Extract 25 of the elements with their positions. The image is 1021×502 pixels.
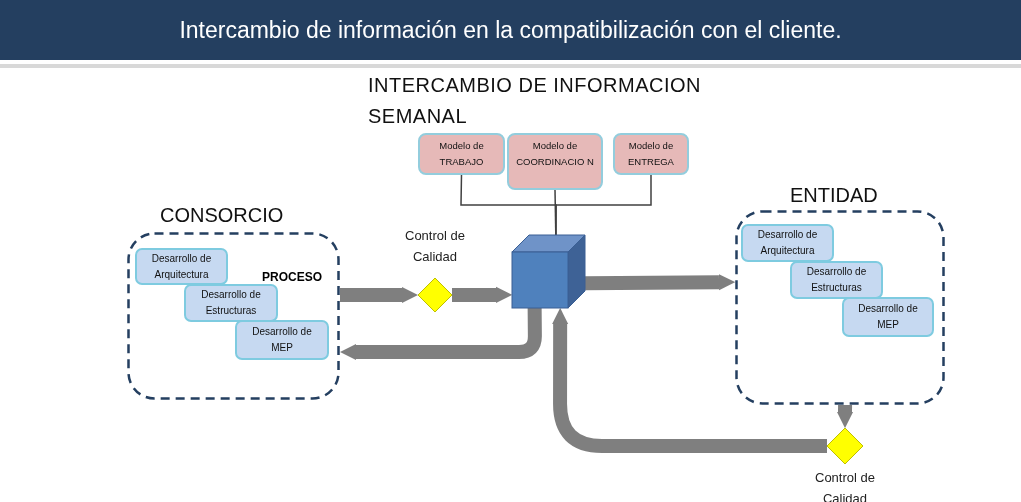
process-box: Desarrollo de Arquitectura [741,224,834,262]
group-heading: CONSORCIO [160,204,284,227]
node-caption: Control de Calidad [404,227,466,266]
cube-icon [512,235,585,308]
group-label: PROCESO [262,270,322,284]
group-heading: ENTIDAD [790,184,878,207]
model-box: Modelo de COORDINACIO N [507,133,603,190]
decision-diamond [827,428,863,464]
title: Intercambio de información en la compatibilización con el cliente. [0,0,1021,60]
process-box: Desarrollo de MEP [842,297,934,337]
decision-diamond [418,278,452,312]
block-arrow [339,307,542,360]
block-arrow [552,307,827,453]
block-arrow [584,274,736,291]
block-arrow [837,405,854,429]
section-heading: INTERCAMBIO DE INFORMACION SEMANAL [368,73,702,129]
connector-line [555,174,652,236]
process-box: Desarrollo de Estructuras [790,261,883,299]
block-arrow [451,286,513,303]
block-arrow [340,286,419,304]
process-box: Desarrollo de Estructuras [184,284,278,322]
process-box: Desarrollo de MEP [235,320,329,360]
model-box: Modelo de TRABAJO [418,133,505,175]
process-box: Desarrollo de Arquitectura [135,248,228,285]
model-box: Modelo de ENTREGA [613,133,689,175]
